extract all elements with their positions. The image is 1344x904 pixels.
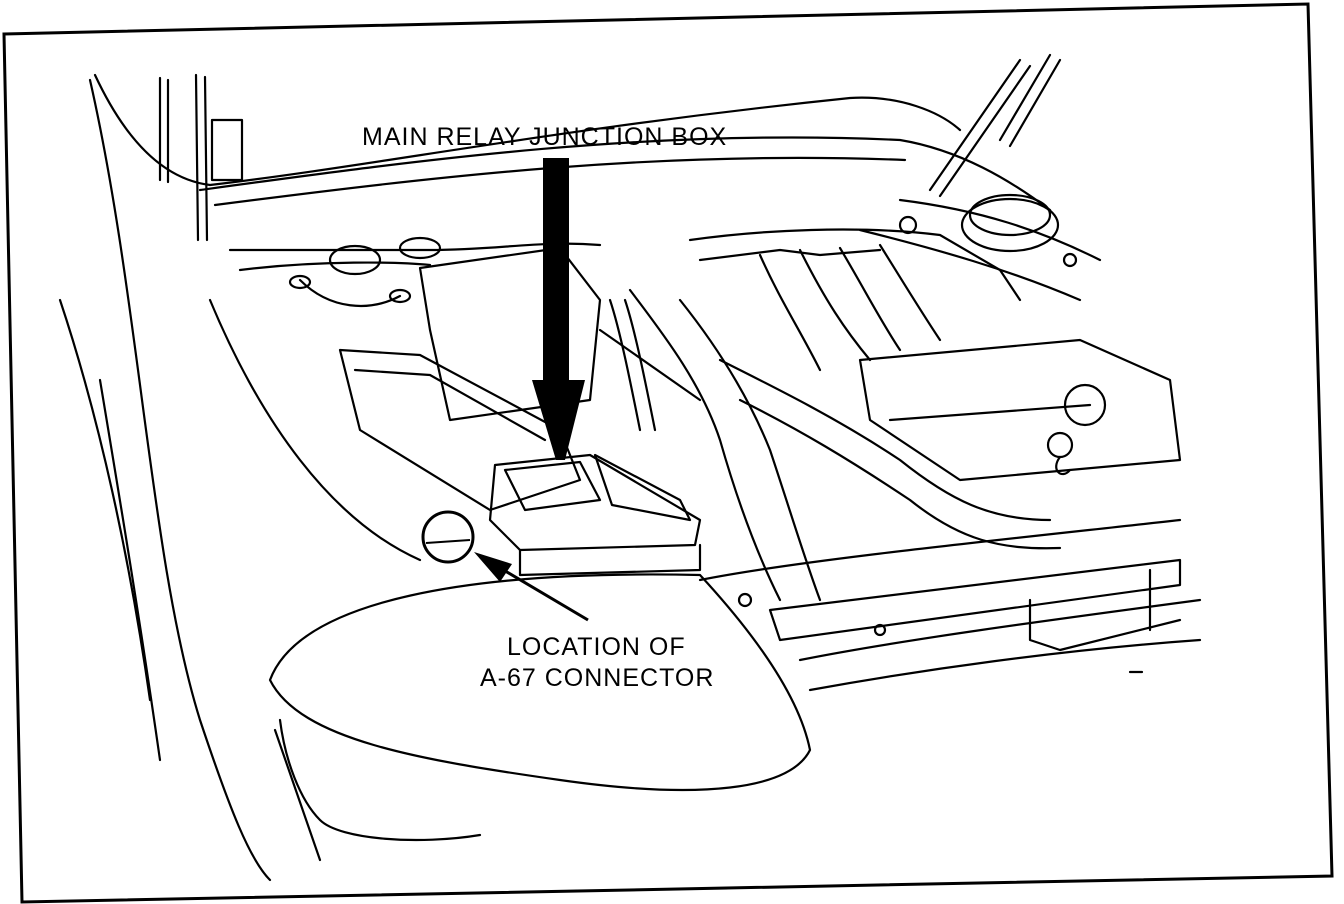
relay-arrow-shaft xyxy=(543,158,569,400)
main-relay-label: MAIN RELAY JUNCTION BOX xyxy=(362,123,727,151)
connector-arrow-head xyxy=(474,552,512,582)
connector-location-circle xyxy=(421,510,475,564)
connector-id-label: A-67 CONNECTOR xyxy=(480,664,714,692)
connector-location-label: LOCATION OF xyxy=(507,633,686,661)
relay-arrow-head xyxy=(532,380,585,460)
engine-bay-illustration xyxy=(58,53,1202,882)
